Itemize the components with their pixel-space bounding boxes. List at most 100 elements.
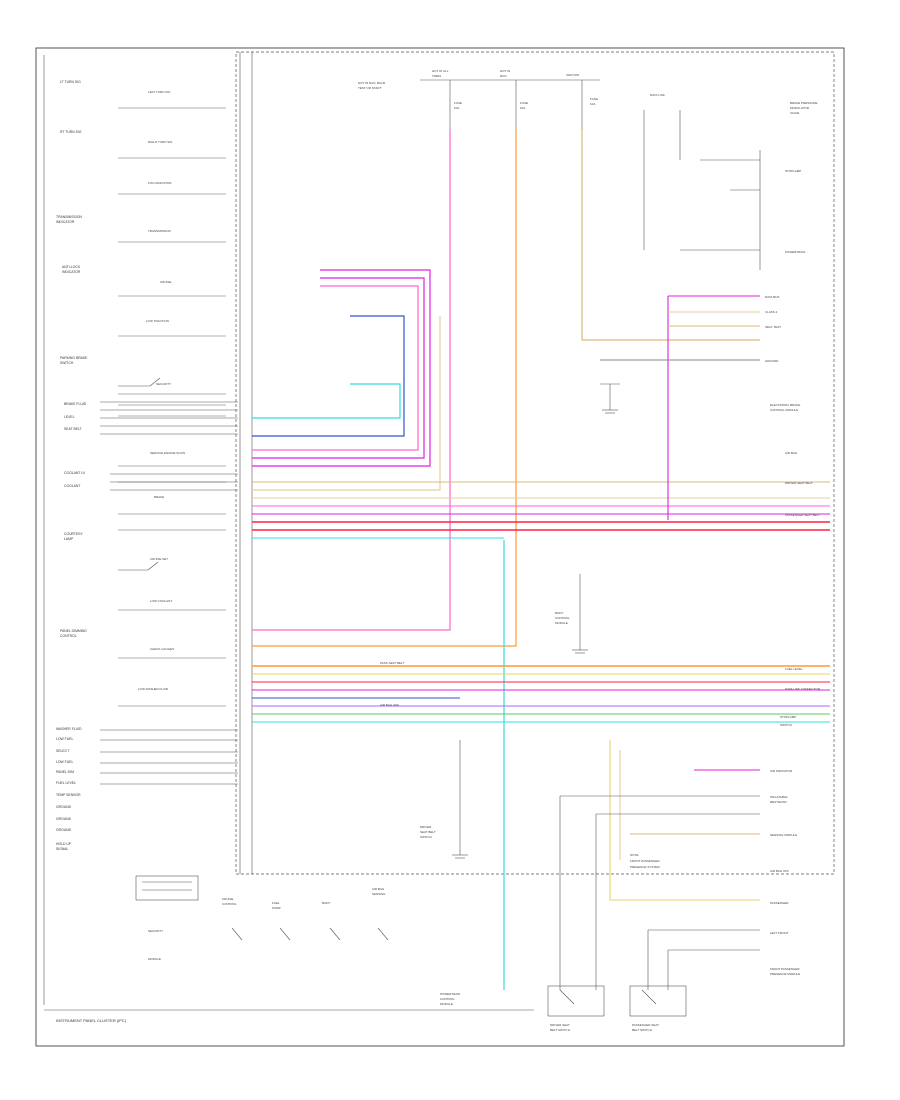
svg-text:LOW FUEL: LOW FUEL [56, 760, 73, 764]
svg-text:SEAT BELT: SEAT BELT [64, 427, 82, 431]
mid-labels: BODY CONTROL MODULE PASS SEAT BELT AIR B… [380, 611, 570, 839]
svg-text:MODULE: MODULE [148, 957, 161, 961]
svg-text:DATA LINK: DATA LINK [650, 93, 665, 97]
svg-text:POWERTRAIN: POWERTRAIN [785, 250, 805, 254]
svg-text:GROUND: GROUND [56, 805, 72, 809]
svg-text:INDICATOR: INDICATOR [56, 220, 75, 224]
svg-text:PASSENGER: PASSENGER [770, 901, 789, 905]
svg-text:MODULE: MODULE [555, 621, 568, 625]
svg-text:PUMP: PUMP [272, 906, 281, 910]
svg-text:BODY: BODY [555, 611, 564, 615]
svg-text:RESTRAINT: RESTRAINT [770, 800, 787, 804]
svg-text:BRAKE: BRAKE [154, 495, 164, 499]
svg-text:SWITCH: SWITCH [780, 723, 792, 727]
svg-text:AIR BAG OFF: AIR BAG OFF [380, 703, 399, 707]
svg-text:MODULATOR: MODULATOR [790, 106, 810, 110]
svg-text:LOW FUEL: LOW FUEL [56, 737, 73, 741]
svg-text:10A: 10A [454, 106, 459, 110]
svg-text:IGNITION: IGNITION [566, 73, 579, 77]
bottom-modules [135, 875, 389, 941]
svg-text:CLASS 2: CLASS 2 [765, 310, 778, 314]
left-input-wires [100, 401, 238, 785]
svg-text:COOLANT: COOLANT [64, 484, 80, 488]
svg-text:PANEL DIMMING: PANEL DIMMING [60, 629, 87, 633]
svg-text:SECURITY: SECURITY [156, 382, 171, 386]
svg-text:NOTE:: NOTE: [630, 853, 639, 857]
svg-text:BRAKE PRESSURE: BRAKE PRESSURE [790, 101, 818, 105]
svg-text:STOPLAMP: STOPLAMP [785, 169, 801, 173]
left-inputs: LT TURN SIG RT TURN SIG TRANSMISSION IND… [56, 80, 88, 851]
diagram-frame [35, 47, 845, 1047]
svg-text:SWITCH: SWITCH [420, 835, 432, 839]
svg-text:CRUISE SET: CRUISE SET [150, 557, 168, 561]
svg-text:10A: 10A [520, 106, 525, 110]
svg-text:GROUND: GROUND [765, 359, 779, 363]
svg-text:FRONT PASSENGER: FRONT PASSENGER [770, 967, 800, 971]
svg-text:MODULE: MODULE [440, 1002, 453, 1006]
svg-text:DATA LINK CONNECTOR: DATA LINK CONNECTOR [785, 687, 821, 691]
svg-text:INDICATOR: INDICATOR [62, 270, 81, 274]
lamp-labels: LEFT TURN SIG RIGHT TURN SIG FOG INDICAT… [138, 90, 185, 691]
svg-text:PANEL DIM: PANEL DIM [56, 770, 74, 774]
svg-text:SWITCH: SWITCH [60, 361, 74, 365]
svg-text:SELECT: SELECT [56, 749, 69, 753]
svg-text:TIMES: TIMES [432, 74, 441, 78]
svg-text:FUSE: FUSE [520, 101, 528, 105]
right-lower [559, 740, 760, 990]
svg-text:ANTI-LOCK: ANTI-LOCK [62, 265, 81, 269]
svg-text:AIR BAG: AIR BAG [372, 887, 385, 891]
svg-text:LOW WASHER FLUID: LOW WASHER FLUID [138, 687, 169, 691]
svg-text:DRIVER SEAT: DRIVER SEAT [550, 1023, 570, 1027]
svg-text:LOW TRACTION: LOW TRACTION [146, 319, 169, 323]
svg-text:CONTROL: CONTROL [555, 616, 570, 620]
svg-text:BELT SWITCH: BELT SWITCH [632, 1028, 652, 1032]
svg-text:CRUISE: CRUISE [160, 280, 171, 284]
svg-text:COOLANT LV: COOLANT LV [64, 471, 86, 475]
harness-upper [252, 269, 441, 491]
svg-text:10A: 10A [590, 102, 595, 106]
svg-text:BODY: BODY [322, 901, 331, 905]
svg-text:GROUND: GROUND [56, 817, 72, 821]
svg-text:VALVE: VALVE [790, 111, 799, 115]
svg-text:PRESENCE MODULE: PRESENCE MODULE [770, 972, 800, 976]
svg-text:AIR BAG: AIR BAG [785, 451, 798, 455]
svg-text:RIGHT TURN SIG: RIGHT TURN SIG [148, 140, 173, 144]
svg-text:LAMP: LAMP [64, 537, 74, 541]
svg-text:PASSENGER SEAT: PASSENGER SEAT [632, 1023, 659, 1027]
svg-text:HOLD UP: HOLD UP [56, 842, 72, 846]
top-source-bus [420, 79, 761, 270]
svg-text:CONTROL MODULE: CONTROL MODULE [770, 408, 798, 412]
svg-text:LOW COOLANT: LOW COOLANT [150, 599, 172, 603]
svg-text:SELF TEST: SELF TEST [765, 325, 781, 329]
svg-text:FUSE: FUSE [454, 101, 462, 105]
svg-text:LEFT TURN SIG: LEFT TURN SIG [148, 90, 171, 94]
bottom-module-labels: SECURITY MODULE CRUISE CONTROL FUEL PUMP… [148, 887, 460, 1006]
svg-text:HOT AT ALL: HOT AT ALL [432, 69, 449, 73]
svg-text:FOG INDICATOR: FOG INDICATOR [148, 181, 172, 185]
svg-text:DATA BUS: DATA BUS [765, 295, 779, 299]
svg-text:SECURITY: SECURITY [148, 929, 163, 933]
svg-text:DRIVER SEAT BELT: DRIVER SEAT BELT [785, 481, 813, 485]
ground-symbols [452, 383, 620, 859]
svg-text:CRUISE: CRUISE [222, 897, 233, 901]
seat-belt-labels: DRIVER SEAT BELT SWITCH PASSENGER SEAT B… [550, 1023, 659, 1032]
svg-text:ELECTRONIC BRAKE: ELECTRONIC BRAKE [770, 403, 800, 407]
vertical-wires [252, 130, 760, 990]
svg-text:FUSE: FUSE [590, 97, 598, 101]
top-sources: HOT IN RUN, BULB TEST OR START HOT AT AL… [358, 69, 818, 254]
svg-text:TRANSMISSION: TRANSMISSION [56, 215, 82, 219]
svg-text:CONTROL: CONTROL [440, 997, 455, 1001]
svg-text:PRESENCE SYSTEM: PRESENCE SYSTEM [630, 865, 660, 869]
left-switches [118, 377, 161, 571]
svg-text:PASSENGER SEAT BELT: PASSENGER SEAT BELT [785, 513, 820, 517]
lamp-indicators [118, 107, 226, 707]
svg-text:CONTROL: CONTROL [222, 902, 237, 906]
svg-text:SIR INDICATOR: SIR INDICATOR [770, 769, 793, 773]
svg-text:HOT IN RUN, BULB: HOT IN RUN, BULB [358, 81, 385, 85]
svg-text:STOPLAMP: STOPLAMP [780, 715, 796, 719]
svg-text:SIGNAL: SIGNAL [56, 847, 69, 851]
svg-text:TRANSMISSION: TRANSMISSION [148, 229, 171, 233]
svg-text:DRIVER: DRIVER [420, 825, 432, 829]
svg-text:LEFT FRONT: LEFT FRONT [770, 931, 789, 935]
